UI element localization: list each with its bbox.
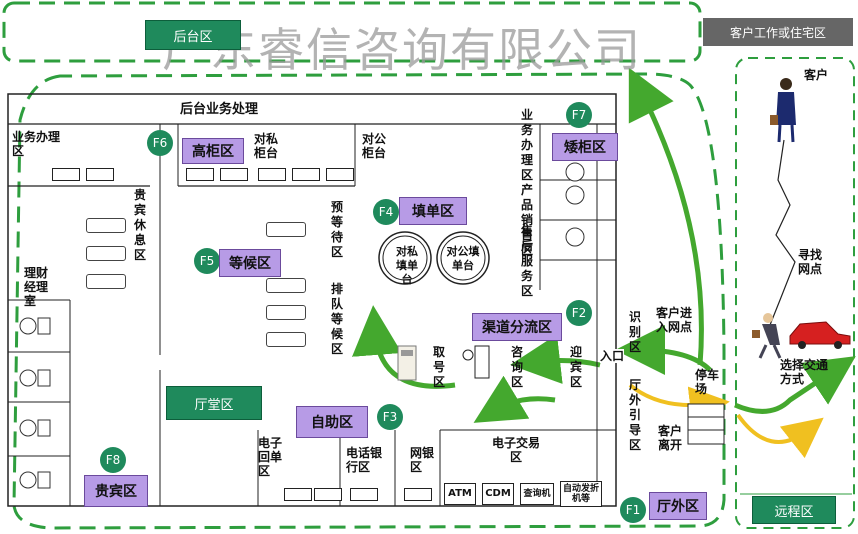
e-trade-label: 电子交易区 [491,436,540,464]
customer-leave-label: 客户离开 [658,424,683,452]
code-f3: F3 [377,404,403,430]
code-f1: F1 [620,497,646,523]
public-form-table-label: 对公填单台 [446,245,480,272]
remote-zone-label: 远程区 [752,496,836,524]
office-desk [52,168,80,181]
atm-machine: ATM [444,483,476,505]
sofa [266,305,306,320]
e-receipt-label: 电子回单区 [258,436,283,478]
sofa [86,246,126,261]
after-sales-label: 售后服务区 [520,224,533,298]
entrance-label: 入口 [600,349,625,363]
hall-zone-border [12,72,726,530]
high-counter-desk [220,168,248,181]
phone-bank-desk [350,488,378,501]
code-f4: F4 [373,199,399,225]
code-f8: F8 [100,447,126,473]
customer-enter-label: 客户进入网点 [656,306,693,334]
cdm-machine: CDM [482,483,514,505]
waiting-label: 等候区 [219,249,281,277]
code-f2: F2 [566,300,592,326]
office-desk [86,168,114,181]
vip-rest-label: 贵宾休息区 [133,188,146,262]
customer-label: 客户 [804,68,829,82]
net-bank-desk [404,488,432,501]
phone-bank-label: 电话银行区 [346,446,383,474]
hall-zone-label: 厅堂区 [166,386,262,420]
vip-zone-label: 贵宾区 [84,475,148,507]
outside-zone-label: 厅外区 [649,492,707,520]
ticket-machine-icon [397,345,417,381]
greet-label: 迎宾区 [569,345,582,389]
flow-arrow-enter [615,325,712,376]
high-counter-desk [186,168,214,181]
self-service-label: 自助区 [296,406,368,438]
sofa [86,274,126,289]
car-icon [789,321,851,349]
wealth-tables [19,317,51,489]
backend-processing-label: 后台业务处理 [180,102,259,117]
net-bank-label: 网银区 [410,446,435,474]
remote-zone-border [735,57,855,529]
sofa [266,222,306,237]
sofa [266,332,306,347]
low-counter-label: 矮柜区 [552,133,618,161]
parking-lot [687,403,725,445]
private-counter-desk [292,168,320,181]
flow-arrow-self [473,375,556,423]
public-counter-desk [326,168,354,181]
high-counter-label: 高柜区 [182,138,244,164]
flow-arrow-remote [734,356,856,414]
wealth-manager-label: 理财经理室 [24,266,49,308]
customer-zone-label: 客户工作或住宅区 [703,18,853,46]
channel-split-label: 渠道分流区 [472,313,562,341]
private-form-table-label: 对私填单台 [396,245,418,286]
choose-transport-label: 选择交通方式 [780,358,829,386]
flow-arrow-yellow-out [736,413,824,459]
public-counter-label: 对公柜台 [362,132,387,160]
private-form-table-shape [378,231,432,285]
code-f7: F7 [566,102,592,128]
outside-guide-label: 厅外引导区 [628,378,641,452]
form-fill-label: 填单区 [399,197,467,225]
customer-figure-icon [770,78,796,143]
code-f6: F6 [147,130,173,156]
private-counter-label: 对私柜台 [254,132,279,160]
flow-arrow-channel [510,334,601,385]
sales-label: 业务办理区产品销售区 [520,108,533,257]
customer-path-line [769,139,796,326]
passbook-machine: 自动发折机等 [560,481,602,507]
queue-waiting-label: 排队等候区 [330,282,343,356]
code-f5: F5 [194,248,220,274]
parking-label: 停车场 [695,368,720,396]
identify-label: 识别区 [628,310,641,354]
backstage-zone-label: 后台区 [145,20,241,50]
receipt-desk [314,488,342,501]
query-machine: 查询机 [520,483,554,505]
find-branch-label: 寻找网点 [798,248,823,276]
backstage-zone-border [2,1,702,63]
private-counter-desk [258,168,286,181]
pre-waiting-label: 预等待区 [330,200,343,259]
sofa [266,278,306,293]
traveler-icon [752,313,782,359]
flow-arrow-exit [628,67,704,366]
business-office-label: 业务办理区 [12,130,61,158]
consult-desk-icon [462,345,490,379]
receipt-desk [284,488,312,501]
watermark-text: 广东睿信咨询有限公司 [162,23,642,77]
public-form-table-shape [436,231,490,285]
ticket-label: 取号区 [432,345,445,389]
sofa [86,218,126,233]
consult-label: 咨询区 [510,345,523,389]
